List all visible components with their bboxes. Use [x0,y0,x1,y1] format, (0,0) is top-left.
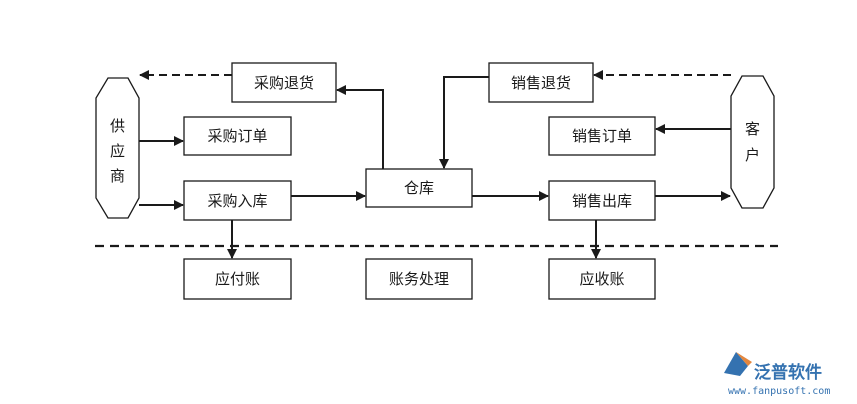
customer-label-2: 户 [745,146,760,164]
supplier-label-2: 应 [110,142,125,160]
svg-text:账务处理: 账务处理 [389,270,449,288]
svg-text:应付账: 应付账 [215,270,260,288]
customer-label-1: 客 [745,120,760,138]
payable-node: 应付账 [183,258,292,300]
arrow-sales-return-to-warehouse [439,76,489,169]
purchase-order-node: 采购订单 [183,116,292,156]
svg-text:采购订单: 采购订单 [207,127,267,145]
warehouse-node: 仓库 [365,168,473,208]
purchase-return-node: 采购退货 [231,62,337,103]
svg-text:销售退货: 销售退货 [511,74,571,92]
customer-node: 客 户 [730,75,775,209]
supplier-label-3: 商 [110,167,125,185]
svg-text:应收账: 应收账 [579,270,624,288]
svg-text:www.fanpusoft.com: www.fanpusoft.com [728,386,830,397]
sales-stockout-node: 销售出库 [548,180,656,221]
svg-text:泛普软件: 泛普软件 [754,362,822,383]
receivable-node: 应收账 [548,258,656,300]
svg-text:仓库: 仓库 [404,179,434,197]
watermark: 泛普软件 www.fanpusoft.com [724,352,830,397]
fanpu-logo-icon [724,352,752,376]
sales-return-node: 销售退货 [488,62,594,103]
svg-text:销售出库: 销售出库 [572,192,632,210]
supplier-label-1: 供 [110,117,125,135]
svg-text:采购入库: 采购入库 [207,192,267,210]
svg-text:销售订单: 销售订单 [572,127,632,145]
arrow-warehouse-to-purchase-return [336,85,384,169]
supplier-node: 供 应 商 [95,77,140,219]
sales-order-node: 销售订单 [548,116,656,156]
purchase-stockin-node: 采购入库 [183,180,292,221]
accounting-node: 账务处理 [365,258,473,300]
svg-text:采购退货: 采购退货 [254,74,314,92]
